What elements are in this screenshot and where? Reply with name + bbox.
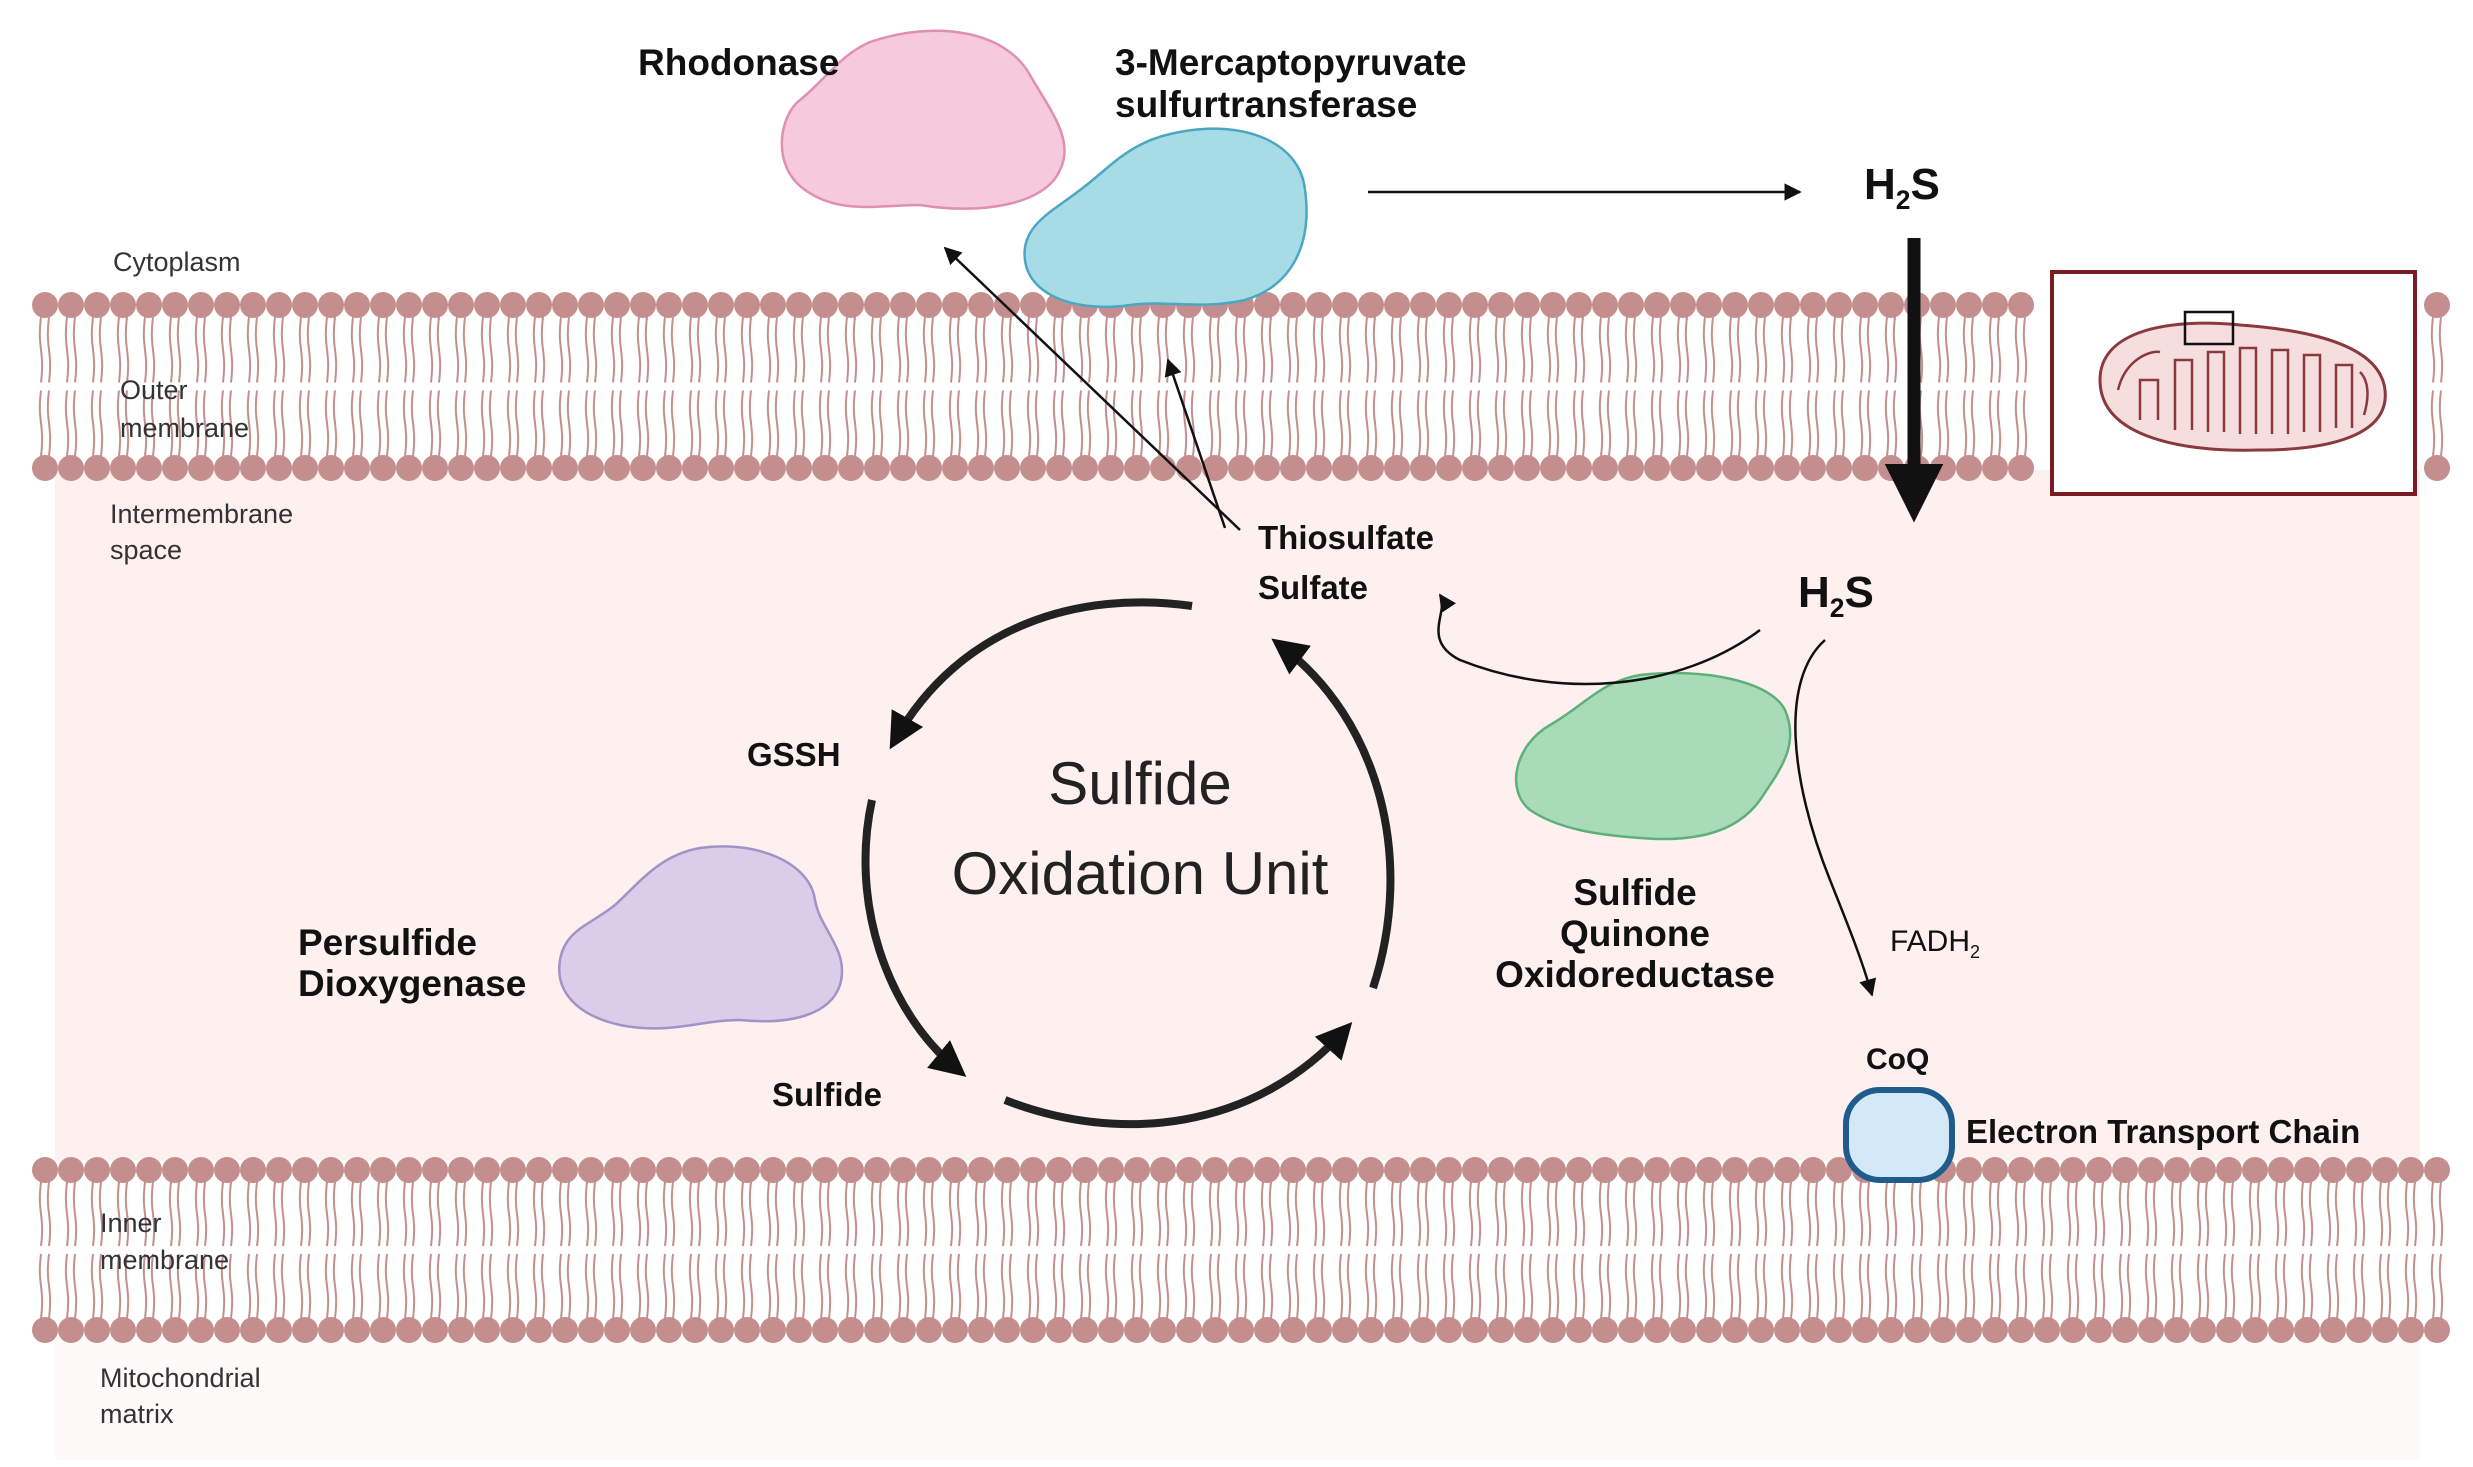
matrix-fill <box>55 1330 2420 1460</box>
sqr-label-line1: Sulfide <box>1573 872 1697 913</box>
etc-label: Electron Transport Chain <box>1966 1113 2361 1150</box>
intermembrane-space-label-line2: space <box>110 535 183 565</box>
center-title-line1: Sulfide <box>1048 750 1232 817</box>
inner-membrane <box>32 1157 2450 1343</box>
cycle-arrow-sulfide-to-center <box>1003 1021 1353 1129</box>
outer-membrane-label-line1: Outer <box>120 375 188 405</box>
h2s-cytoplasm-label: H2S <box>1864 160 1940 215</box>
inner-membrane-label-line1: Inner <box>100 1208 162 1238</box>
thiosulfate-label: Thiosulfate <box>1258 519 1435 556</box>
coq-label: CoQ <box>1866 1043 1930 1076</box>
rhodonase-label: Rhodonase <box>638 42 840 83</box>
arrow-h2s-to-fadh2 <box>1794 639 1877 997</box>
cycle-arrow-sulfate-to-gssh <box>889 598 1193 750</box>
mpst-label-line2: sulfurtransferase <box>1115 84 1418 125</box>
center-title-line2: Oxidation Unit <box>951 840 1329 907</box>
cycle-arrow-gssh-to-sulfide <box>861 799 967 1077</box>
outer-membrane-label-line2: membrane <box>120 413 250 443</box>
arrow-thiosulfate-to-rhodonase <box>943 246 1241 531</box>
arrow-thiosulfate-to-mpst <box>1164 358 1227 529</box>
arrow-h2s-to-sulfate <box>1437 593 1761 686</box>
pdo-label-line1: Persulfide <box>298 922 477 963</box>
matrix-label-line2: matrix <box>100 1399 174 1429</box>
pdo-blob <box>558 845 844 1030</box>
cytoplasm-label: Cytoplasm <box>113 247 241 277</box>
sqr-label-line3: Oxidoreductase <box>1495 954 1775 995</box>
matrix-label-line1: Mitochondrial <box>100 1363 261 1393</box>
sqr-label-line2: Quinone <box>1559 913 1711 954</box>
coq-shape <box>1843 1087 1955 1183</box>
mpst-blob <box>1023 127 1308 309</box>
outer-membrane <box>32 292 2450 481</box>
inset-zoom-box <box>2183 310 2235 346</box>
mpst-label-line1: 3-Mercaptopyruvate <box>1115 42 1467 83</box>
sulfide-label: Sulfide <box>772 1076 883 1113</box>
intermembrane-space-label-line1: Intermembrane <box>110 499 294 529</box>
fadh2-label: FADH2 <box>1890 925 1981 962</box>
sqr-blob <box>1514 671 1792 841</box>
sulfate-label: Sulfate <box>1258 569 1369 606</box>
h2s-ims-label: H2S <box>1798 568 1874 623</box>
cycle-arrow-center-to-sulfate <box>1271 638 1395 990</box>
pdo-label-line2: Dioxygenase <box>298 963 527 1004</box>
rhodonase-blob <box>780 29 1066 210</box>
intermembrane-space-fill <box>55 470 2420 1160</box>
inner-membrane-label-line2: membrane <box>100 1245 230 1275</box>
gssh-label: GSSH <box>747 736 841 773</box>
inset-mitochondrion-cristae <box>2116 346 2369 434</box>
